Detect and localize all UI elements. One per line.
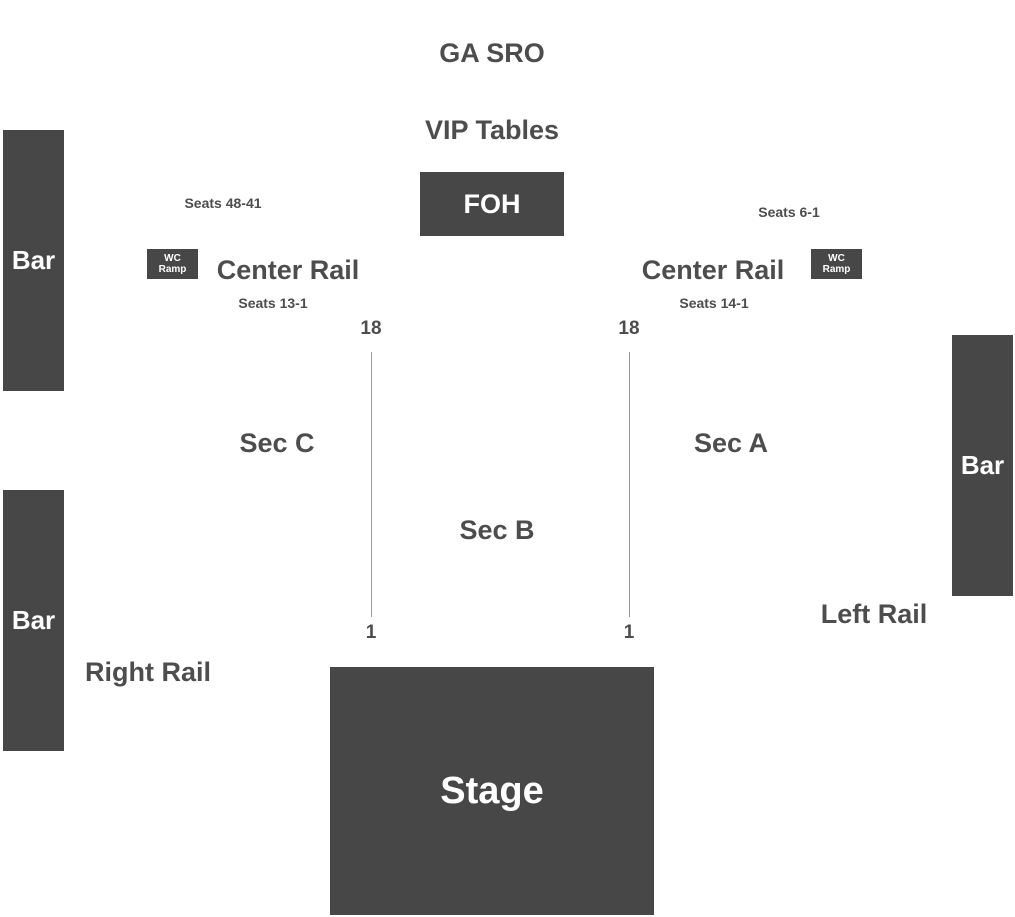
row-left-top: 18 [360, 318, 382, 339]
foh-label: FOH [463, 188, 521, 219]
seats-upper-left: Seats 48-41 [184, 195, 262, 211]
bar-left-top: Bar [3, 130, 64, 391]
ga-sro-label: GA SRO [439, 38, 545, 68]
bar-right: Bar [952, 335, 1013, 596]
left-rail: Left Rail [820, 599, 928, 629]
wc-ramp-right-line1: WC [828, 253, 845, 264]
section-a: Sec A [693, 428, 769, 458]
wc-ramp-left: WC Ramp [147, 249, 198, 279]
bar-left-top-label: Bar [11, 245, 56, 275]
vip-tables-label: VIP Tables [424, 115, 560, 145]
wc-ramp-left-line1: WC [164, 253, 181, 264]
right-rail: Right Rail [85, 657, 211, 687]
seats-upper-right: Seats 6-1 [758, 204, 820, 220]
center-rail-left: Center Rail [216, 255, 360, 285]
bar-left-bottom: Bar [3, 490, 64, 751]
bar-right-label: Bar [960, 450, 1005, 480]
section-b: Sec B [459, 515, 535, 545]
seats-lower-right: Seats 14-1 [679, 295, 749, 311]
row-left-bottom: 1 [365, 622, 377, 643]
bar-left-bottom-label: Bar [11, 605, 56, 635]
wc-ramp-right-line2: Ramp [822, 264, 851, 275]
row-right-top: 18 [618, 318, 640, 339]
seats-lower-left: Seats 13-1 [238, 295, 308, 311]
wc-ramp-left-line2: Ramp [158, 264, 187, 275]
section-c: Sec C [239, 428, 315, 458]
center-rail-right: Center Rail [641, 255, 785, 285]
wc-ramp-right: WC Ramp [811, 249, 862, 279]
row-right-bottom: 1 [623, 622, 635, 643]
foh-block: FOH [420, 172, 564, 236]
stage-block: Stage [330, 667, 654, 915]
aisle-line-left [371, 352, 372, 617]
stage-label: Stage [440, 769, 544, 812]
aisle-line-right [629, 352, 630, 617]
